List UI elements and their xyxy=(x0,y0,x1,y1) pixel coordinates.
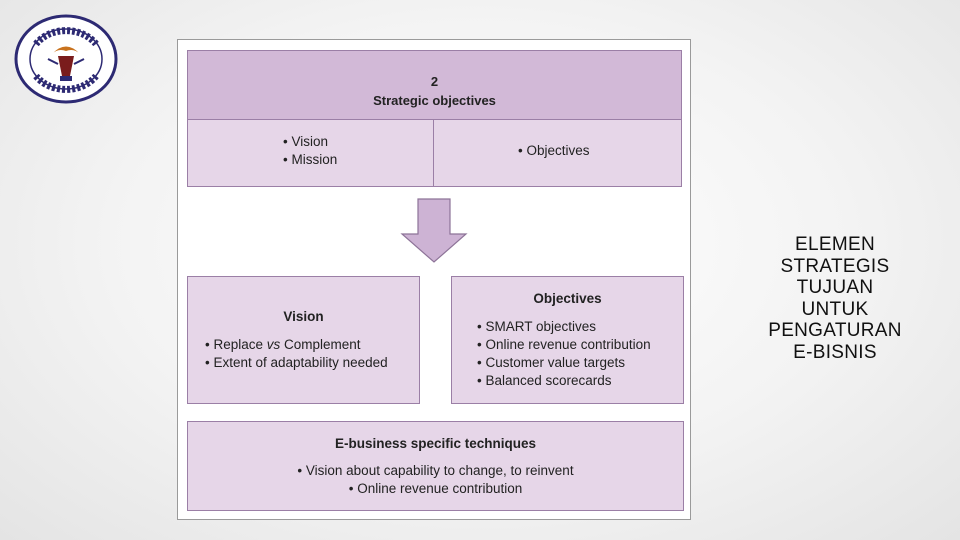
list-item: Vision about capability to change, to re… xyxy=(188,462,683,480)
list-item: Online revenue contribution xyxy=(188,480,683,498)
slide-title-line: TUJUAN xyxy=(796,277,874,298)
objectives-box-list: SMART objectives Online revenue contribu… xyxy=(477,318,651,390)
list-item: Customer value targets xyxy=(477,354,651,372)
slide-title-line: E-BISNIS xyxy=(793,341,877,363)
objectives-cell: Objectives xyxy=(433,119,682,187)
item-emphasis: vs xyxy=(266,337,281,352)
list-item: Vision xyxy=(283,133,337,151)
header-number: 2 xyxy=(430,74,439,89)
list-item: SMART objectives xyxy=(477,318,651,336)
vision-mission-cell: Vision Mission xyxy=(187,119,434,187)
slide-title-line: UNTUK xyxy=(801,298,869,320)
list-item: Objectives xyxy=(518,142,589,160)
vision-box-list: Replace vs Complement Extent of adaptabi… xyxy=(205,336,388,372)
objectives-box: Objectives SMART objectives Online reven… xyxy=(451,276,684,404)
item-text: Replace xyxy=(213,337,267,352)
objectives-list: Objectives xyxy=(518,142,589,160)
ebusiness-box-list: Vision about capability to change, to re… xyxy=(188,462,683,498)
vision-box-title: Vision xyxy=(283,309,324,324)
slide-title: ELEMEN STRATEGIS TUJUAN UNTUK PENGATURAN… xyxy=(755,234,915,363)
down-arrow-icon xyxy=(400,198,468,263)
list-item: Extent of adaptability needed xyxy=(205,354,388,372)
item-text: Complement xyxy=(280,337,361,352)
slide-title-line: STRATEGIS xyxy=(780,255,890,277)
item-text: Extent of adaptability needed xyxy=(213,355,388,370)
objectives-box-title: Objectives xyxy=(533,291,602,306)
strategic-objectives-header: 2 Strategic objectives xyxy=(187,50,682,120)
ebusiness-box-title: E-business specific techniques xyxy=(334,436,537,451)
slide-title-line: PENGATURAN xyxy=(768,320,902,341)
header-title: Strategic objectives xyxy=(373,93,496,108)
list-item: Balanced scorecards xyxy=(477,372,651,390)
university-seal-icon xyxy=(14,14,118,104)
list-item: Online revenue contribution xyxy=(477,336,650,354)
diagram-frame: 2 Strategic objectives Vision Mission Ob… xyxy=(177,39,691,520)
list-item: Replace vs Complement xyxy=(205,336,388,354)
slide-title-line: ELEMEN xyxy=(795,234,875,255)
list-item: Mission xyxy=(283,151,337,169)
vision-box: Vision Replace vs Complement Extent of a… xyxy=(187,276,420,404)
vision-mission-list: Vision Mission xyxy=(283,133,337,169)
ebusiness-techniques-box: E-business specific techniques Vision ab… xyxy=(187,421,684,511)
